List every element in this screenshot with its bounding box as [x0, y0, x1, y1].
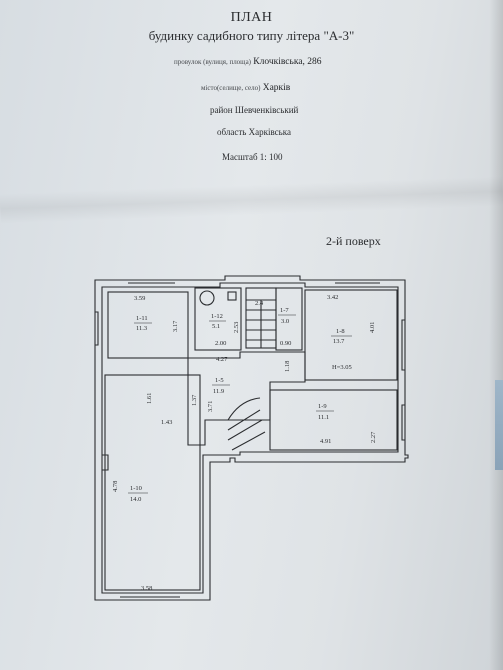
- document-subtitle: будинку садибного типу літера "А-3": [148, 28, 355, 43]
- room-1-12-id: 1-12: [211, 313, 223, 320]
- dim-3-71: 3.71: [207, 401, 214, 412]
- address-city-line: місто(селище, село) Харків: [201, 82, 290, 93]
- street-label: провулок (вулиця, площа): [174, 58, 252, 66]
- window-right: [401, 319, 405, 371]
- room-1-9-outline: [269, 389, 398, 451]
- fixture-circle: [199, 290, 215, 306]
- stair-bottom-steps: [227, 397, 266, 451]
- dim-2-00: 2.00: [215, 340, 226, 347]
- stamp-edge: [495, 380, 503, 470]
- dim-stair-2-4: 2.4: [255, 300, 264, 307]
- window-left-lower: [102, 454, 109, 471]
- dim-3-58: 3.58: [141, 585, 152, 592]
- room-1-9-id: 1-9: [318, 403, 327, 410]
- scale-line: Масштаб 1: 100: [222, 152, 283, 162]
- dim-3-17: 3.17: [172, 320, 179, 332]
- dim-4-01: 4.01: [369, 322, 376, 333]
- window-right-lower: [401, 404, 405, 441]
- address-street-line: провулок (вулиця, площа) Клочківська, 28…: [174, 56, 322, 67]
- room-1-10-id: 1-10: [130, 485, 142, 492]
- paper-edge-shadow: [489, 0, 503, 670]
- room-1-12-area: 5.1: [212, 323, 220, 330]
- dim-0-90: 0.90: [280, 340, 291, 347]
- dim-1-43: 1.43: [161, 419, 172, 426]
- room-1-11-outline: [107, 291, 189, 359]
- room-1-8-id: 1-8: [336, 328, 345, 335]
- room-1-7-area: 3.0: [281, 318, 289, 325]
- room-1-5-outline: [187, 351, 306, 446]
- window-top-left: [128, 279, 175, 284]
- window-left: [95, 311, 99, 346]
- inner-wall: [101, 282, 399, 594]
- outer-wall: [94, 275, 409, 601]
- dim-4-91: 4.91: [320, 438, 331, 445]
- dim-1-18: 1.18: [284, 361, 291, 372]
- room-1-8-area: 13.7: [333, 338, 345, 345]
- room-1-8-outline: [304, 289, 398, 381]
- room-1-10-outline: [104, 374, 201, 591]
- room-1-9-area: 11.1: [318, 414, 329, 421]
- region-line: область Харківська: [217, 127, 292, 137]
- room-1-5-id: 1-5: [215, 377, 224, 384]
- dim-3-42: 3.42: [327, 294, 338, 301]
- room-1-10-area: 14.0: [130, 496, 141, 503]
- room-1-11-id: 1-11: [136, 315, 148, 322]
- room-1-7-outline: [275, 287, 303, 351]
- street-value: Клочківська, 286: [253, 57, 322, 67]
- fixture-box: [227, 291, 237, 301]
- room-1-5-area: 11.9: [213, 388, 224, 395]
- dim-2-53: 2.53: [233, 322, 240, 333]
- document-title: ПЛАН: [230, 10, 273, 25]
- stair-top-steps: [246, 299, 276, 348]
- dim-1-37: 1.37: [191, 394, 198, 406]
- window-top-right: [335, 279, 380, 284]
- window-bottom: [120, 596, 180, 601]
- city-value: Харків: [262, 83, 291, 93]
- room-1-12-outline: [194, 287, 242, 351]
- dim-3-59: 3.59: [134, 295, 145, 302]
- dim-4-78: 4.78: [112, 481, 119, 492]
- dim-1-61: 1.61: [146, 393, 153, 404]
- dim-4-27: 4.27: [216, 356, 228, 363]
- room-1-7-id: 1-7: [280, 307, 289, 314]
- dim-2-27: 2.27: [370, 431, 377, 443]
- district-line: район Шевченківський: [210, 105, 299, 115]
- city-label: місто(селище, село): [201, 84, 261, 92]
- dim-height: H=3.05: [332, 364, 352, 371]
- room-1-11-area: 11.3: [136, 325, 147, 332]
- floor-label: 2-й поверх: [326, 234, 381, 248]
